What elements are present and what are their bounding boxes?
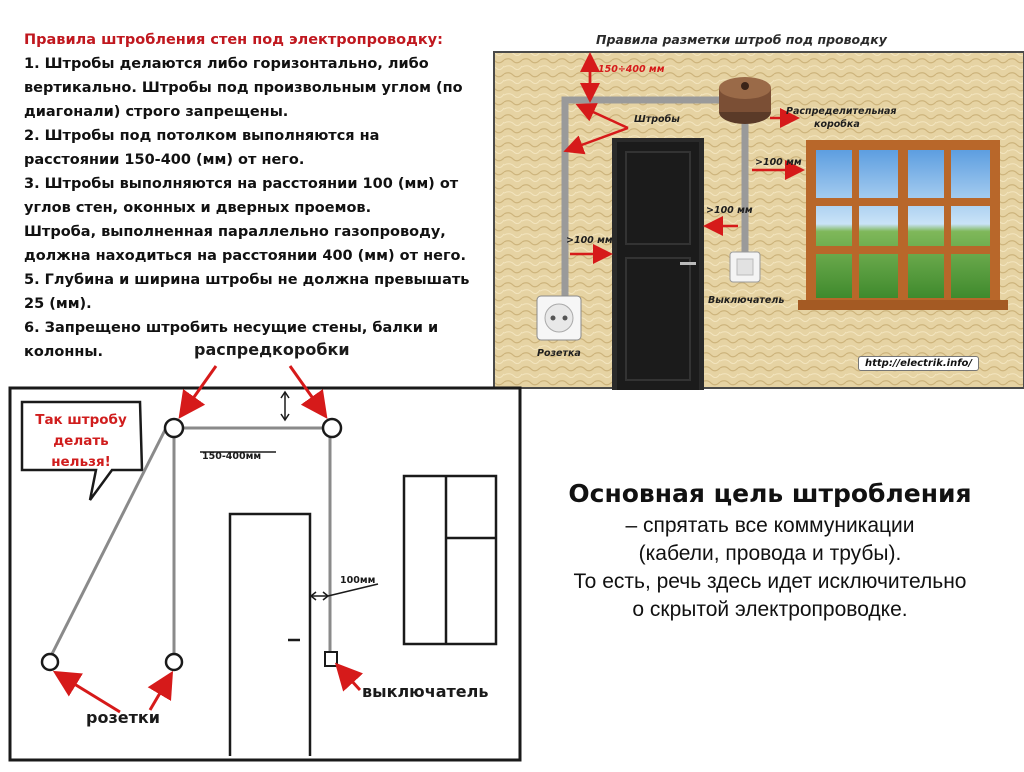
wiring-illustration-photo <box>491 24 1024 390</box>
rule-line: расстоянии 150-400 (мм) от него. <box>24 152 305 168</box>
wiring-sketch <box>0 340 530 767</box>
ceiling-distance-label: 150-400мм <box>202 451 262 462</box>
rules-title: Правила штробления стен под электропрово… <box>24 32 443 48</box>
rule-line: углов стен, оконных и дверных проемов. <box>24 200 372 216</box>
junction-box-icon <box>719 77 771 124</box>
goal-line: То есть, речь здесь идет исключительно <box>573 570 967 593</box>
socket-icon <box>40 652 60 672</box>
warning-bubble: Так штробу делать нельзя! <box>22 410 140 473</box>
goal-line: (кабели, провода и трубы). <box>638 542 902 565</box>
goal-text-block: Основная цель штробления – спрятать все … <box>520 478 1020 624</box>
door-distance-label: >100 мм <box>706 205 753 216</box>
junction-box-icon <box>321 417 343 439</box>
switch-label: выключатель <box>362 682 489 701</box>
door-icon <box>228 512 312 756</box>
junction-box-label-line1: Распределительная <box>786 106 897 117</box>
switch-label: Выключатель <box>708 295 785 306</box>
rule-line: 1. Штробы делаются либо горизонтально, л… <box>24 56 429 72</box>
junction-boxes-label: распредкоробки <box>194 340 350 359</box>
rule-line: 2. Штробы под потолком выполняются на <box>24 128 380 144</box>
rules-text-block: Правила штробления стен под электропрово… <box>24 28 486 364</box>
window-icon <box>402 474 498 646</box>
sockets-label: розетки <box>86 708 160 727</box>
rule-line: 3. Штробы выполняются на расстоянии 100 … <box>24 176 459 192</box>
rule-line: диагонали) строго запрещены. <box>24 104 289 120</box>
rule-line: Штроба, выполненная параллельно газопров… <box>24 224 446 240</box>
ceiling-distance-label: 150÷400 мм <box>598 64 665 75</box>
junction-box-label-line2: коробка <box>814 119 860 130</box>
photo-title: Правила разметки штроб под проводку <box>596 32 887 47</box>
rule-line: вертикально. Штробы под произвольным угл… <box>24 80 463 96</box>
goal-line: – спрятать все коммуникации <box>625 514 915 537</box>
window-icon <box>798 140 1008 310</box>
site-url-badge: http://electrik.info/ <box>858 356 980 371</box>
door-icon <box>612 138 704 390</box>
goal-title: Основная цель штробления <box>568 479 972 508</box>
grooves-label: Штробы <box>634 114 680 125</box>
rule-line: 5. Глубина и ширина штробы не должна пре… <box>24 272 470 288</box>
window-distance-label: >100 мм <box>755 157 802 168</box>
warning-bubble-line2: делать нельзя! <box>51 433 111 470</box>
rule-line: 25 (мм). <box>24 296 92 312</box>
socket-icon <box>536 295 582 341</box>
side-distance-label: 100мм <box>340 575 376 586</box>
rule-line: 6. Запрещено штробить несущие стены, бал… <box>24 320 439 336</box>
socket-icon <box>164 652 184 672</box>
switch-icon <box>729 251 761 283</box>
rule-line: должна находиться на расстоянии 400 (мм)… <box>24 248 466 264</box>
goal-line: о скрытой электропроводке. <box>632 598 908 621</box>
rule-line: колонны. <box>24 344 104 360</box>
outlet-distance-label: >100 мм <box>566 235 613 246</box>
socket-label: Розетка <box>537 348 581 359</box>
warning-bubble-line1: Так штробу <box>35 412 127 428</box>
junction-box-icon <box>163 417 185 439</box>
switch-icon <box>324 651 338 667</box>
